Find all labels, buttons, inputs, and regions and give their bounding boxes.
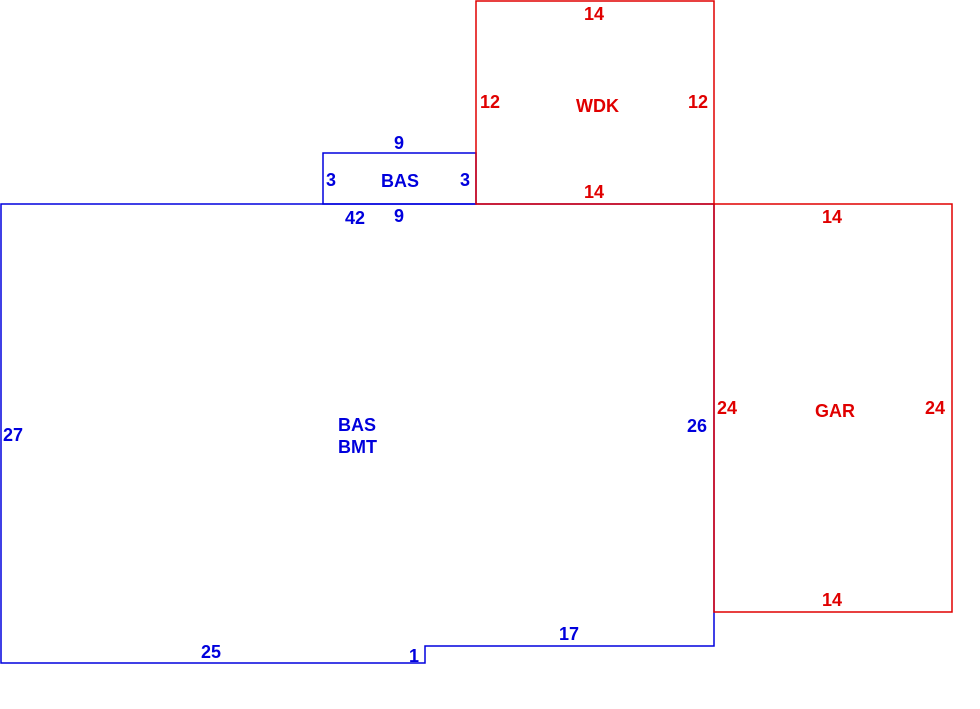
main-dim-right: 26 (687, 416, 707, 436)
deck-dim-bottom: 14 (584, 182, 604, 202)
garage-outline (713, 203, 953, 613)
deck-dim-right: 12 (688, 92, 708, 112)
main-dim-bottom-right: 17 (559, 624, 579, 644)
garage-dim-left: 24 (717, 398, 737, 418)
deck-dim-top: 14 (584, 4, 604, 24)
main-dim-bottom-left: 25 (201, 642, 221, 662)
main-dim-left: 27 (3, 425, 23, 445)
main-dim-notch: 1 (409, 646, 419, 666)
garage-code: GAR (815, 401, 855, 421)
main-dim-top: 42 (345, 208, 365, 228)
main-area-code-2: BMT (338, 437, 377, 457)
bump-area-code: BAS (381, 171, 419, 191)
garage-dim-right: 24 (925, 398, 945, 418)
garage-dim-bottom: 14 (822, 590, 842, 610)
bump-dim-top: 9 (394, 133, 404, 153)
bump-dim-bottom: 9 (394, 206, 404, 226)
garage-dim-top: 14 (822, 207, 842, 227)
deck-dim-left: 12 (480, 92, 500, 112)
bump-dim-left: 3 (326, 170, 336, 190)
bump-dim-right: 3 (460, 170, 470, 190)
deck-outline (475, 0, 715, 205)
main-area-code-1: BAS (338, 415, 376, 435)
deck-code: WDK (576, 96, 619, 116)
